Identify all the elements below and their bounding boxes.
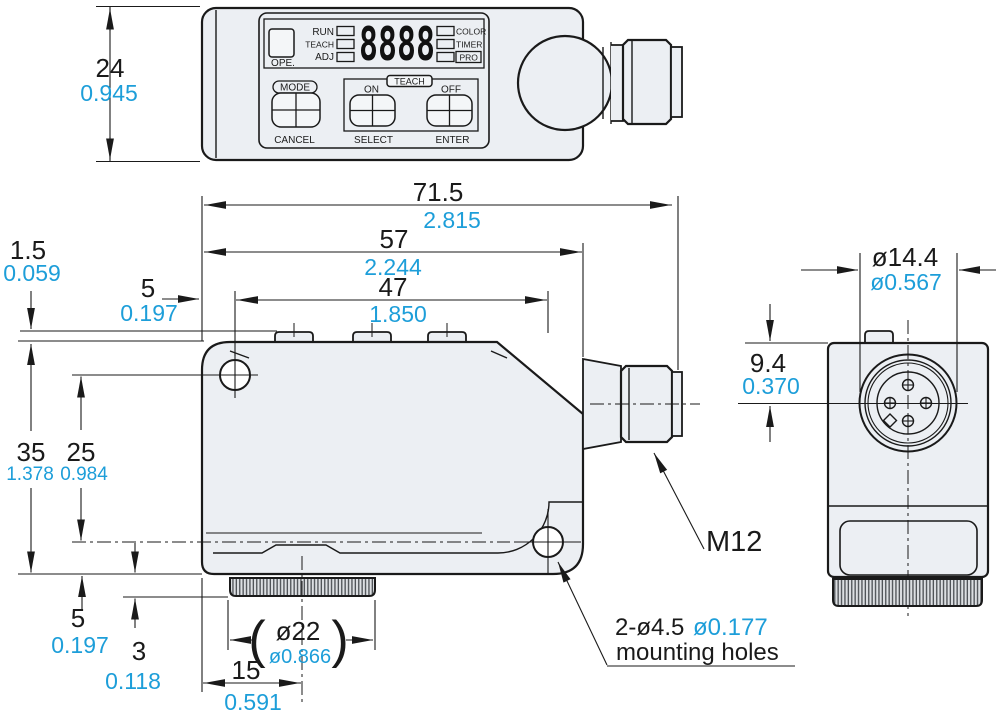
dim-tab-height-inch: 0.059	[3, 260, 61, 286]
side-mounting-tab	[864, 330, 894, 343]
dim-body-height-inch: 1.378	[6, 464, 54, 485]
dim-total-width-inch: 2.815	[423, 207, 481, 233]
dim-connector-diameter-inch: ø0.567	[870, 269, 942, 295]
front-view	[72, 323, 700, 704]
display-area	[263, 18, 485, 69]
dim-edge-to-hole-inch: 0.197	[120, 300, 178, 326]
side-knurled-ring	[832, 578, 983, 607]
dim-hole-pitch-x-mm: 47	[379, 272, 408, 302]
dim-lens-offset-x: 15 0.591	[201, 578, 301, 712]
timer-label: TIMER	[456, 40, 482, 50]
dim-tab-height: 1.5 0.059	[3, 235, 277, 342]
dim-body-height-mm: 35	[17, 437, 46, 467]
dim-hole-to-bottom-mm: 5	[71, 603, 85, 633]
top-view-connector-tip	[670, 46, 683, 118]
dim-lens-offset-x-inch: 0.591	[224, 689, 282, 712]
dim-total-width: 71.5 2.815	[201, 177, 679, 370]
m12-label: M12	[706, 526, 762, 558]
front-view-housing	[200, 340, 585, 576]
dim-lens-diameter: ( ) ø22 ø0.866	[227, 600, 376, 669]
dim-hole-pitch-y-mm: 25	[67, 437, 96, 467]
teach-group-label-box	[386, 74, 433, 88]
mounting-holes-callout: 2-ø4.5 ø0.177 mounting holes	[557, 561, 795, 667]
ope-button	[268, 28, 295, 58]
top-view-connector-dome	[516, 34, 614, 132]
mode-label: MODE	[280, 83, 310, 94]
dim-lens-offset-x-mm: 15	[232, 655, 261, 685]
enter-label: ENTER	[436, 135, 470, 146]
dim-connector-offset-y-inch: 0.370	[742, 373, 800, 399]
dim-body-width-mm: 57	[380, 224, 409, 254]
dim-hole-to-bottom-inch: 0.197	[51, 632, 109, 658]
color-label: COLOR	[456, 27, 486, 37]
off-label: OFF	[441, 85, 461, 96]
cancel-label: CANCEL	[274, 135, 315, 146]
dim-hole-pitch-x: 47 1.850	[234, 272, 549, 356]
dim-hole-pitch-y-inch: 0.984	[60, 464, 108, 485]
corner-chamfer-line	[229, 350, 250, 359]
dim-lens-protrusion-inch: 0.118	[105, 668, 161, 694]
dim-body-width-inch: 2.244	[364, 254, 422, 280]
select-label: SELECT	[354, 135, 393, 146]
teach-group-label: TEACH	[394, 77, 425, 87]
pro-indicator	[436, 51, 455, 63]
dim-lens-diameter-inch: ø0.866	[269, 646, 331, 668]
dim-body-height: 35 1.378	[6, 344, 202, 575]
dim-hole-to-bottom: 5 0.197	[51, 576, 109, 658]
dim-total-width-mm: 71.5	[413, 177, 464, 207]
top-view-connector-cylinder	[621, 38, 673, 126]
dim-top-height-mm: 24	[96, 53, 125, 83]
dim-hole-pitch-y: 25 0.984	[60, 376, 108, 541]
lens-dim-close-paren: )	[331, 611, 348, 669]
pro-label: PRO	[460, 53, 479, 63]
lens-dim-open-paren: (	[248, 611, 266, 669]
dim-connector-offset-y: 9.4 0.370	[738, 304, 852, 442]
dim-edge-to-hole-mm: 5	[141, 273, 155, 303]
mounting-holes-text: mounting holes	[616, 639, 779, 666]
side-view	[826, 320, 990, 616]
dim-edge-to-hole: 5 0.197	[120, 273, 199, 326]
mounting-holes-inch: ø0.177	[693, 614, 768, 641]
corner-chamfer-line	[490, 350, 508, 359]
dim-hole-pitch-x-inch: 1.850	[369, 301, 427, 327]
ope-label: OPE.	[271, 58, 295, 69]
timer-indicator	[436, 38, 455, 50]
run-indicator	[336, 25, 355, 37]
dim-top-height: 24 0.945	[80, 5, 200, 163]
connector-neck	[611, 44, 624, 122]
dim-tab-height-mm: 1.5	[10, 235, 46, 265]
dim-lens-diameter-mm: ø22	[276, 616, 321, 646]
dim-body-width: 57 2.244	[204, 224, 584, 357]
adj-indicator	[336, 51, 355, 63]
dim-lens-protrusion-mm: 3	[132, 636, 146, 666]
mounting-holes-mm: 2-ø4.5	[615, 614, 684, 641]
operation-panel	[258, 12, 490, 149]
m12-callout: M12	[653, 452, 762, 558]
adj-label: ADJ	[315, 52, 334, 63]
color-indicator	[436, 25, 455, 37]
on-label: ON	[364, 85, 379, 96]
pro-label-box	[455, 50, 482, 64]
front-bottom-step-line	[213, 544, 498, 554]
seven-segment-display: 8888	[359, 17, 435, 71]
teach-label: TEACH	[305, 40, 334, 50]
dim-connector-diameter-mm: ø14.4	[872, 242, 939, 272]
run-label: RUN	[312, 27, 334, 38]
top-view: OPE. RUN TEACH ADJ 8888 COLOR TIMER PRO …	[200, 6, 683, 162]
dim-connector-offset-y-mm: 9.4	[750, 348, 786, 378]
dim-connector-diameter: ø14.4 ø0.567	[801, 242, 996, 392]
dim-top-height-inch: 0.945	[80, 80, 138, 106]
dim-lens-protrusion: 3 0.118	[105, 543, 228, 694]
connector-keying-notch	[882, 413, 898, 428]
teach-indicator	[336, 38, 355, 50]
